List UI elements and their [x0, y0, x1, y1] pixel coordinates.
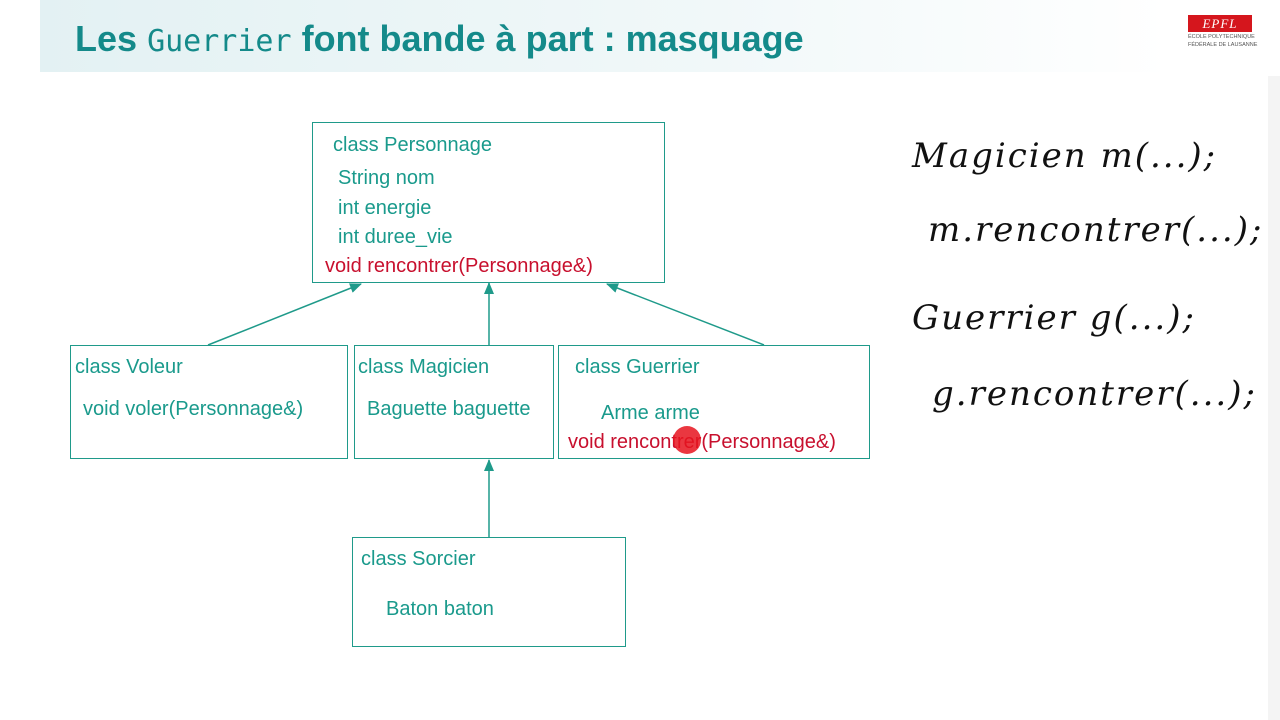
- handwriting-line-4: g.rencontrer(...);: [932, 374, 1257, 414]
- class-box-magicien: [354, 345, 554, 459]
- member-baguette: Baguette baguette: [367, 398, 531, 420]
- title-code: Guerrier: [147, 24, 292, 59]
- handwriting-line-3: Guerrier g(...);: [912, 298, 1196, 338]
- class-name-guerrier: class Guerrier: [575, 356, 700, 378]
- handwriting-line-1: Magicien m(...);: [912, 136, 1218, 176]
- class-name-sorcier: class Sorcier: [361, 548, 476, 570]
- method-voleur-voler: void voler(Personnage&): [83, 398, 304, 420]
- method-personnage-rencontrer: void rencontrer(Personnage&): [325, 255, 593, 277]
- arrow-guerrier-to-personnage: [606, 283, 765, 346]
- class-box-personnage: [312, 122, 665, 283]
- title-prefix: Les: [75, 18, 138, 59]
- logo-line-1: ÉCOLE POLYTECHNIQUE: [1188, 34, 1255, 40]
- class-name-personnage: class Personnage: [333, 134, 492, 156]
- title-bar: [40, 0, 1170, 72]
- slide-title: Les Guerrier font bande à part : masquag…: [75, 18, 804, 60]
- class-box-guerrier: [558, 345, 870, 459]
- arrow-voleur-to-personnage: [207, 283, 362, 346]
- logo-mark: EPFL: [1188, 15, 1252, 32]
- epfl-logo: EPFL ÉCOLE POLYTECHNIQUE FÉDÉRALE DE LAU…: [1188, 15, 1258, 48]
- member-nom: String nom: [338, 167, 435, 189]
- class-name-voleur: class Voleur: [75, 356, 183, 378]
- member-energie: int energie: [338, 197, 432, 219]
- method-guerrier-rencontrer: void rencontrer(Personnage&): [568, 431, 836, 453]
- laser-pointer: [673, 426, 701, 454]
- right-edge: [1268, 76, 1280, 720]
- member-duree-vie: int duree_vie: [338, 226, 453, 248]
- member-baton: Baton baton: [386, 598, 494, 620]
- class-name-magicien: class Magicien: [358, 356, 490, 378]
- logo-line-2: FÉDÉRALE DE LAUSANNE: [1188, 42, 1258, 48]
- title-suffix: font bande à part : masquage: [301, 18, 804, 59]
- member-arme: Arme arme: [601, 402, 700, 424]
- class-box-voleur: [70, 345, 348, 459]
- class-box-sorcier: [352, 537, 626, 647]
- handwriting-line-2: m.rencontrer(...);: [928, 210, 1264, 250]
